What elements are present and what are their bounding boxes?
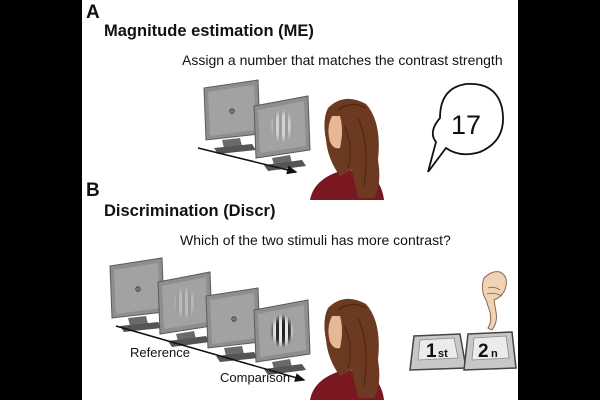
fixation-cross-icon [135,286,141,292]
key-first-number: 1 [426,341,437,362]
observer-figure-a [310,98,384,200]
monitor-fixation-b2 [205,287,261,362]
comparison-gabor-icon [270,314,294,348]
figure-panel: A Magnitude estimation (ME) Assign a num… [82,0,518,400]
monitor-stimulus-a [253,95,311,171]
reference-gabor-icon [173,286,197,320]
monitor-reference-stimulus [157,271,213,347]
key-second-suffix: n [491,348,498,360]
panel-a-title: Magnitude estimation (ME) [104,22,314,40]
monitor-fixation-a [203,79,261,154]
fixation-cross-icon [229,108,235,114]
task-illustration: 17 [109,79,517,400]
time-arrow-a [197,147,298,175]
time-arrow-b [115,325,306,382]
panel-a-instruction: Assign a number that matches the contras… [182,52,503,68]
pointing-hand-icon [481,271,507,331]
key-second-number: 2 [478,341,489,362]
key-first[interactable]: 1 st [409,333,467,371]
key-second[interactable]: 2 n [463,331,517,371]
fixation-cross-icon [231,316,237,322]
panel-b-letter: B [86,180,100,201]
panel-b-title: Discrimination (Discr) [104,202,276,220]
key-first-suffix: st [438,348,448,360]
monitor-fixation-b1 [109,257,165,332]
response-number: 17 [451,110,481,140]
reference-label: Reference [130,345,190,360]
gabor-stimulus-icon [270,109,294,143]
monitor-comparison-stimulus [253,299,311,375]
observer-figure-b [310,298,384,400]
speech-bubble: 17 [427,83,504,173]
panel-b-instruction: Which of the two stimuli has more contra… [180,232,451,248]
panel-a-letter: A [86,2,100,23]
